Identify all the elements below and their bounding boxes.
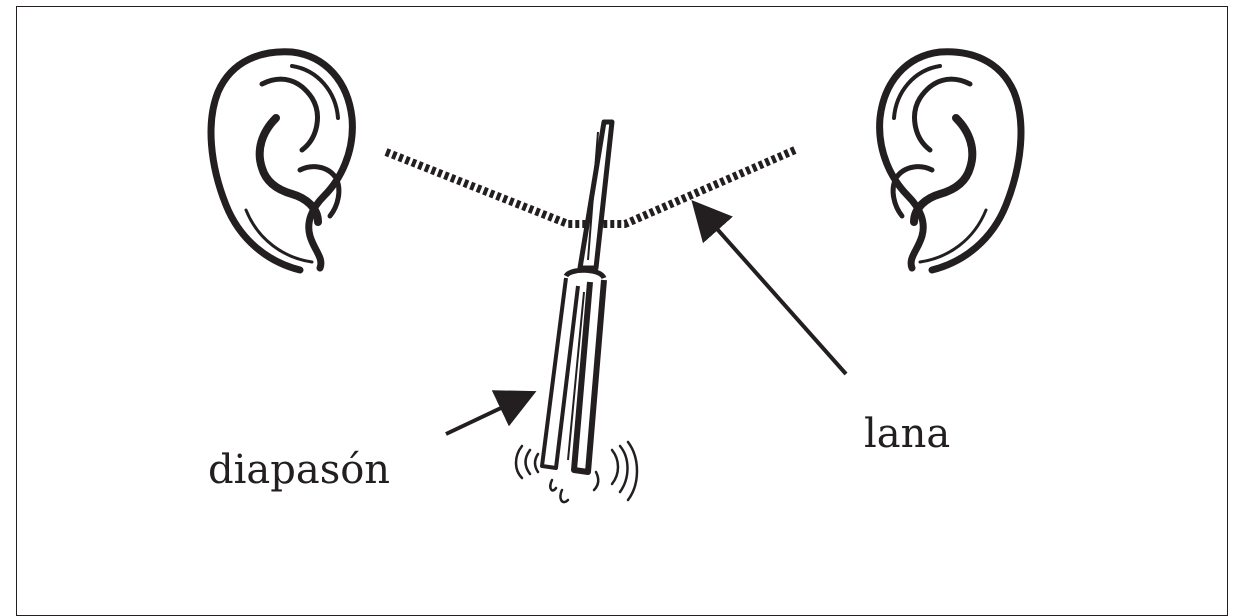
right-ear-icon: [876, 48, 1025, 274]
figure-frame: [16, 6, 1228, 616]
arrow-to-yarn: [691, 200, 848, 376]
left-ear-icon: [207, 48, 356, 274]
label-diapason: diapasón: [208, 447, 391, 493]
arrow-to-tuning-fork: [445, 390, 537, 436]
label-lana: lana: [864, 411, 951, 457]
vibration-marks-icon: [514, 440, 639, 504]
tuning-fork-icon: [540, 119, 615, 475]
